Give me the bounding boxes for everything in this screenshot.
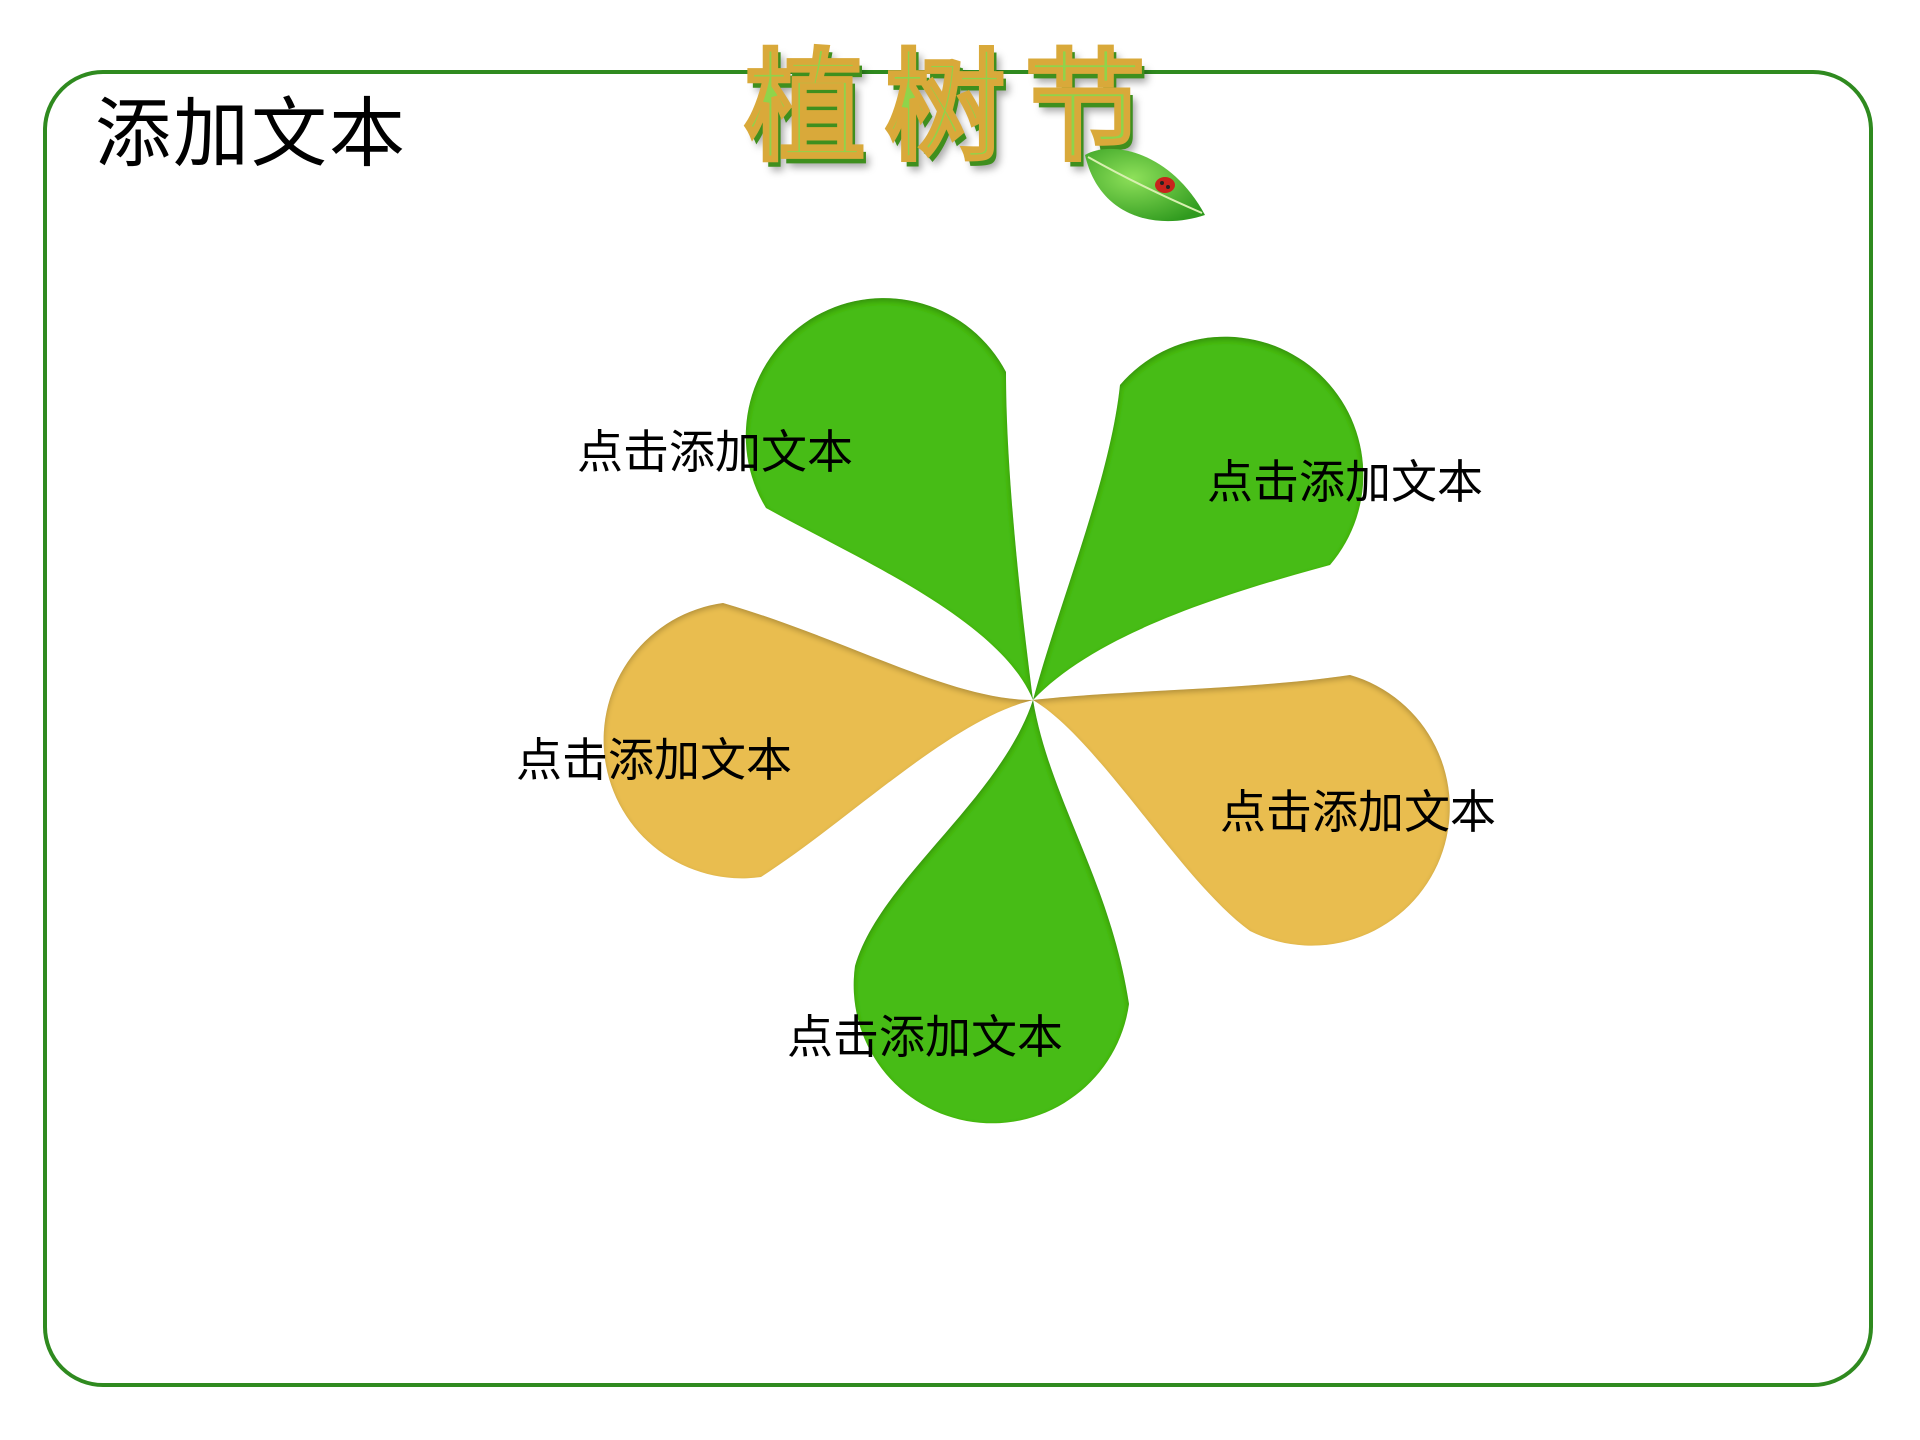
petal-left[interactable]: [603, 603, 1033, 879]
arbor-day-logo: 植树节: [744, 10, 1215, 230]
logo-text: 植树节: [744, 38, 1165, 180]
petal-label-top-right[interactable]: 点击添加文本: [1207, 455, 1483, 509]
petal-top-right[interactable]: [1033, 336, 1364, 700]
petal-label-top-left[interactable]: 点击添加文本: [577, 425, 853, 479]
petal-right[interactable]: [1033, 675, 1450, 946]
slide-title[interactable]: 添加文本: [95, 89, 407, 178]
slide-frame: [43, 70, 1873, 1387]
petal-bottom[interactable]: [853, 700, 1129, 1124]
petal-label-right[interactable]: 点击添加文本: [1220, 785, 1496, 839]
leaf-ladybug-icon: [1085, 148, 1205, 222]
petal-label-bottom[interactable]: 点击添加文本: [787, 1010, 1063, 1064]
petal-label-left[interactable]: 点击添加文本: [516, 733, 792, 787]
petal-top-left[interactable]: [745, 298, 1033, 700]
